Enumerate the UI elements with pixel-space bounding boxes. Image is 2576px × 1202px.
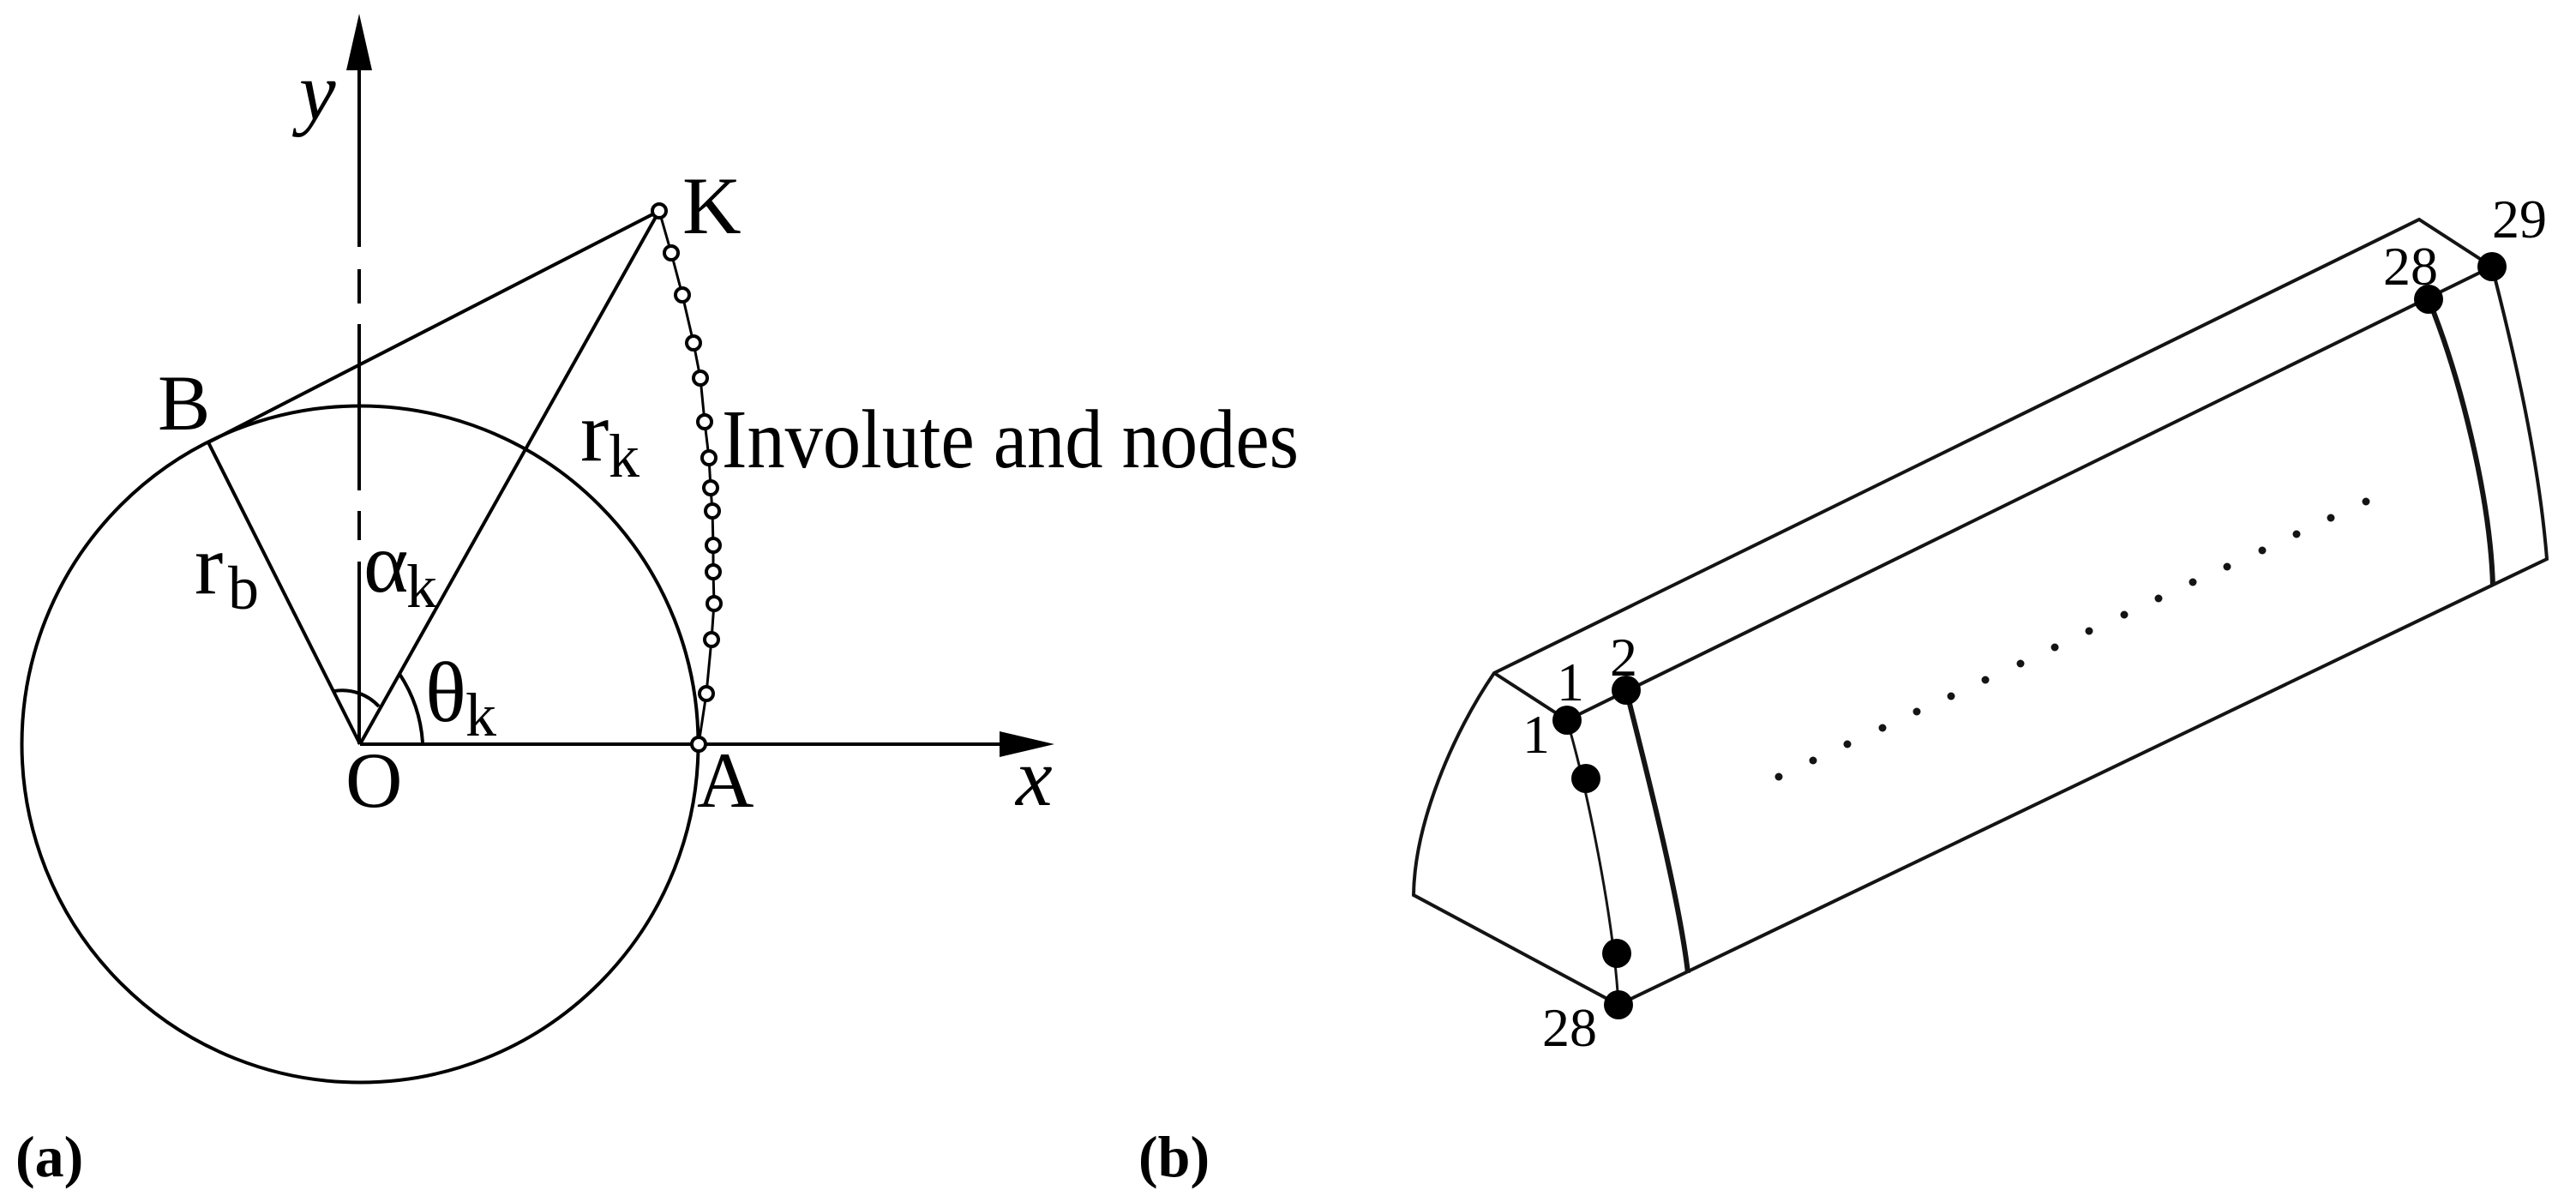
svg-text:(a): (a)	[15, 1124, 83, 1189]
svg-text:28: 28	[2383, 236, 2438, 297]
svg-text:k: k	[465, 681, 496, 749]
svg-text:2: 2	[1610, 627, 1637, 688]
svg-text:Involute and nodes: Involute and nodes	[722, 394, 1299, 486]
svg-text:O: O	[345, 736, 402, 824]
svg-text:28: 28	[1542, 997, 1597, 1058]
svg-text:r: r	[195, 517, 223, 612]
svg-text:1: 1	[1522, 704, 1550, 765]
svg-text:A: A	[697, 736, 754, 824]
svg-text:(b): (b)	[1138, 1124, 1210, 1189]
svg-text:θ: θ	[425, 645, 466, 740]
svg-text:r: r	[580, 384, 609, 479]
svg-text:k: k	[609, 422, 639, 490]
svg-text:B: B	[158, 359, 210, 447]
svg-text:x: x	[1014, 731, 1053, 823]
svg-text:K: K	[682, 160, 742, 251]
svg-text:k: k	[406, 552, 437, 621]
svg-text:α: α	[363, 515, 408, 610]
svg-text:29: 29	[2492, 189, 2547, 249]
svg-text:b: b	[228, 554, 259, 622]
svg-text:y: y	[291, 45, 336, 137]
svg-text:1: 1	[1557, 652, 1584, 712]
